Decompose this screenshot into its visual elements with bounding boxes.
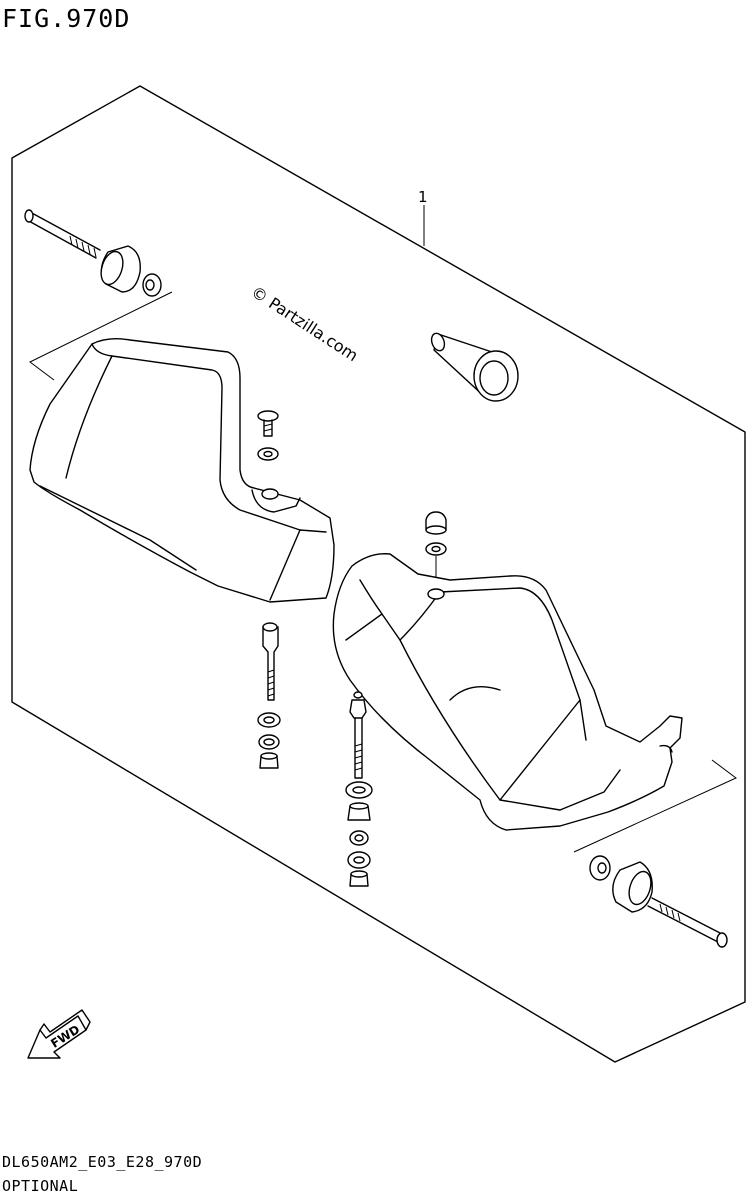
bar-end-weight-right — [589, 855, 728, 948]
washer — [345, 781, 373, 799]
nut — [347, 802, 371, 821]
handguard-left — [29, 337, 335, 603]
footer-note: OPTIONAL — [2, 1177, 79, 1195]
stud-bolt — [349, 691, 367, 779]
washer — [257, 447, 279, 461]
handguard-right — [332, 553, 683, 831]
bar-end-weight-left — [24, 209, 162, 297]
grip-cap — [430, 332, 519, 402]
washer — [257, 712, 281, 728]
nut — [349, 870, 369, 887]
screw — [257, 410, 279, 437]
figure-title: FIG.970D — [2, 4, 131, 33]
diagram-code: DL650AM2_E03_E28_970D — [2, 1153, 203, 1171]
cap-nut — [425, 511, 447, 535]
assembly-boundary — [11, 85, 746, 1063]
washer — [258, 734, 280, 750]
assembly-line-right — [573, 759, 737, 853]
washer — [347, 851, 371, 869]
nut — [259, 752, 279, 769]
fwd-direction-arrow: FWD — [27, 1009, 91, 1059]
assembly-line-left — [29, 291, 173, 381]
stud-bolt — [262, 622, 279, 701]
reference-number: 1 — [418, 188, 428, 206]
washer — [425, 542, 447, 556]
washer — [349, 830, 369, 846]
